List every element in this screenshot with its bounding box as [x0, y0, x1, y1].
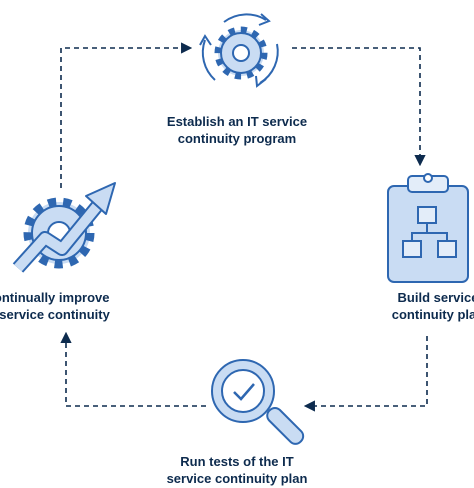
connector-build-to-test: [303, 336, 428, 412]
step-build-label-line1: Build service: [397, 290, 474, 305]
gear-cycle-icon: [199, 13, 279, 88]
connector-establish-to-build: [292, 47, 426, 167]
step-test-label-line2: service continuity plan: [166, 471, 308, 486]
step-improve-label-line2: IT service continuity: [0, 307, 110, 322]
step-improve-label: Continually improve IT service continuit…: [0, 289, 128, 323]
step-build-label: Build service continuity plan: [368, 289, 474, 323]
clipboard-flowchart-icon: [387, 173, 469, 283]
step-establish-label: Establish an IT service continuity progr…: [137, 113, 337, 147]
step-test-label-line1: Run tests of the IT: [180, 454, 294, 469]
step-establish-label-line2: continuity program: [177, 131, 297, 146]
step-build-label-line2: continuity plan: [391, 307, 474, 322]
connector-test-to-improve: [60, 331, 206, 407]
step-test-label: Run tests of the IT service continuity p…: [137, 453, 337, 487]
step-establish-label-line1: Establish an IT service: [166, 114, 308, 129]
gear-arrow-up-icon: [12, 182, 116, 273]
connector-improve-to-establish: [60, 42, 193, 188]
magnifier-check-icon: [211, 359, 305, 445]
step-improve-label-line1: Continually improve: [0, 290, 110, 305]
